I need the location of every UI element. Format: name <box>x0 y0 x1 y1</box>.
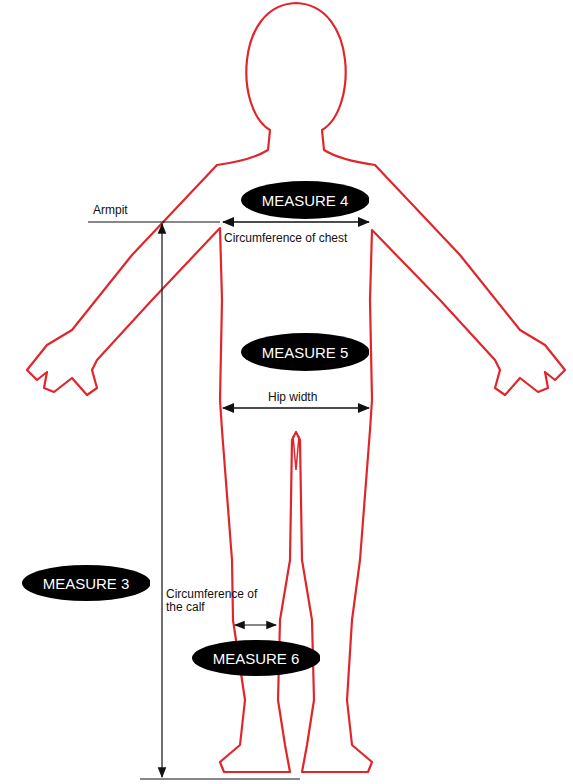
height-arrow <box>161 224 162 777</box>
child-silhouette <box>27 3 565 772</box>
measure-ellipse: MEASURE 6 <box>192 640 321 676</box>
measurement-label: Circumference of chest <box>224 232 347 245</box>
measure-ellipse: MEASURE 4 <box>241 181 370 219</box>
measurement-label: Armpit <box>93 204 128 217</box>
crotch-slit <box>293 436 299 470</box>
measure-label: MEASURE 4 <box>262 192 349 209</box>
chest-arrow <box>223 221 369 222</box>
measurement-label: Circumference of the calf <box>166 588 262 614</box>
measure-label: MEASURE 3 <box>43 575 130 592</box>
hip-arrow <box>223 407 369 408</box>
measure-ellipse: MEASURE 3 <box>22 565 151 601</box>
measure-ellipse: MEASURE 5 <box>241 333 370 371</box>
measure-label: MEASURE 6 <box>213 650 300 667</box>
calf-arrow <box>235 624 276 625</box>
armpit-line <box>88 221 220 222</box>
measure-label: MEASURE 5 <box>262 344 349 361</box>
floor-line <box>140 778 300 779</box>
measurement-label: Hip width <box>268 391 317 404</box>
